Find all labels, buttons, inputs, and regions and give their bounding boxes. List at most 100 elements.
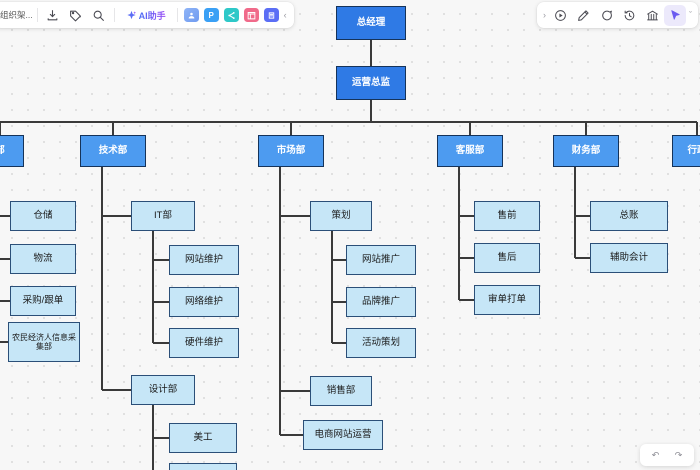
org-node-gm[interactable]: 总经理 (336, 6, 406, 40)
org-node-label: 仓储 (33, 210, 53, 222)
connector-line (458, 167, 460, 300)
expand-right-icon[interactable]: › (543, 10, 546, 20)
org-node-label: 策划 (331, 210, 351, 222)
org-node-audit[interactable]: 审单打单 (474, 285, 540, 315)
table-app-icon[interactable] (243, 8, 259, 22)
connector-line (153, 342, 169, 344)
connector-line (575, 215, 590, 217)
search-icon[interactable] (88, 5, 110, 26)
org-node-label: 销售部 (326, 385, 356, 397)
connector-line (696, 122, 698, 135)
org-node-brand_p[interactable]: 品牌推广 (346, 287, 416, 317)
org-node-label: 售前 (497, 210, 517, 222)
org-node-label: 品牌推广 (361, 296, 400, 308)
connector-line (153, 301, 169, 303)
org-node-event_p[interactable]: 活动策划 (346, 328, 416, 358)
org-node-farmer[interactable]: 农民经济人信息采集部 (8, 322, 80, 362)
collapse-left-icon[interactable]: ‹ (283, 10, 287, 20)
connector-line (102, 215, 131, 217)
org-node-gl[interactable]: 总账 (590, 201, 668, 231)
org-node-assist_ac[interactable]: 辅助会计 (590, 243, 668, 273)
connector-line (459, 257, 474, 259)
connector-line (290, 122, 292, 135)
org-node-web_m[interactable]: 网站维护 (169, 245, 239, 275)
org-node-ops[interactable]: 运营总监 (336, 66, 406, 100)
connector-line (0, 215, 10, 217)
toolbar-divider (36, 8, 38, 22)
org-node-ecom[interactable]: 电商网站运营 (303, 420, 383, 450)
org-node-label: 采购/跟单 (22, 295, 64, 307)
connector-line (331, 231, 333, 343)
connector-line (101, 167, 103, 390)
org-node-purch[interactable]: 采购/跟单 (10, 286, 76, 316)
more-chevron-icon[interactable]: ˇ (689, 10, 692, 20)
org-node-sales[interactable]: 销售部 (310, 376, 372, 406)
org-node-art[interactable]: 美工 (169, 423, 237, 453)
toolbar-divider-2 (113, 8, 115, 22)
org-node-label: 审单打单 (487, 294, 526, 306)
org-node-design[interactable]: 设计部 (131, 375, 195, 405)
connector-line (0, 258, 10, 260)
org-node-service[interactable]: 客服部 (437, 135, 503, 167)
history-icon[interactable] (618, 5, 640, 26)
org-node-label: IT部 (154, 210, 172, 222)
ai-assistant-button[interactable]: AI助手 (121, 7, 171, 24)
org-node-admin[interactable]: 行政 (672, 135, 700, 167)
org-node-label: 硬件维护 (184, 337, 223, 349)
org-node-label: 售后 (497, 252, 517, 264)
org-node-label: 行政 (687, 145, 700, 157)
undo-icon[interactable]: ↶ (651, 449, 660, 460)
org-node-aftersale[interactable]: 售后 (474, 243, 540, 273)
connector-line (459, 299, 474, 301)
connector-line (370, 40, 372, 66)
org-node-market[interactable]: 市场部 (258, 135, 324, 167)
org-node-presale[interactable]: 售前 (474, 201, 540, 231)
connector-line (280, 215, 310, 217)
present-icon[interactable] (549, 5, 571, 26)
contacts-app-icon[interactable] (183, 8, 199, 22)
connector-line (332, 342, 346, 344)
org-node-net_m[interactable]: 网络维护 (169, 287, 239, 317)
tag-icon[interactable] (65, 5, 87, 26)
connector-line (370, 100, 372, 122)
redo-icon[interactable]: ↷ (674, 449, 683, 460)
connector-line (153, 437, 169, 439)
sparkle-icon (126, 10, 136, 19)
org-node-label: 农民经济人信息采集部 (12, 332, 76, 351)
connector-line (279, 167, 281, 435)
connector-line (0, 122, 1, 135)
connector-line (585, 122, 587, 135)
org-node-hw_m[interactable]: 硬件维护 (169, 328, 239, 358)
presentation-app-icon[interactable]: P (203, 8, 219, 22)
org-node-tech[interactable]: 技术部 (80, 135, 146, 167)
org-node-wh[interactable]: 仓储 (10, 201, 76, 231)
connector-line (280, 434, 303, 436)
connector-line (280, 390, 310, 392)
org-node-logi[interactable]: 物流 (10, 244, 76, 274)
cursor-icon[interactable] (664, 4, 686, 26)
export-icon[interactable] (42, 5, 64, 26)
org-node-label: 总账 (619, 210, 639, 222)
share-app-icon[interactable] (223, 8, 239, 22)
org-node-art2[interactable] (169, 463, 237, 470)
org-node-label: 设计部 (148, 384, 178, 396)
connector-line (332, 301, 346, 303)
toolbar-divider-3 (176, 8, 178, 22)
comment-icon[interactable] (595, 5, 617, 26)
connector-line (0, 121, 697, 123)
org-node-plan[interactable]: 策划 (310, 201, 372, 231)
pen-icon[interactable] (572, 5, 594, 26)
toolbar-left: 组织架... AI助手 (0, 2, 294, 28)
connector-line (153, 259, 169, 261)
file-name-label[interactable]: 组织架... (0, 10, 33, 20)
org-node-it[interactable]: IT部 (131, 201, 195, 231)
org-node-web_p[interactable]: 网站推广 (346, 245, 416, 275)
document-app-icon[interactable] (263, 8, 279, 22)
connector-line (575, 257, 590, 259)
connector-line (112, 122, 114, 135)
org-node-finance[interactable]: 财务部 (553, 135, 619, 167)
org-node-label: 部 (0, 145, 5, 156)
archive-icon[interactable] (641, 5, 663, 26)
org-node-dept0[interactable]: 部 (0, 135, 24, 167)
